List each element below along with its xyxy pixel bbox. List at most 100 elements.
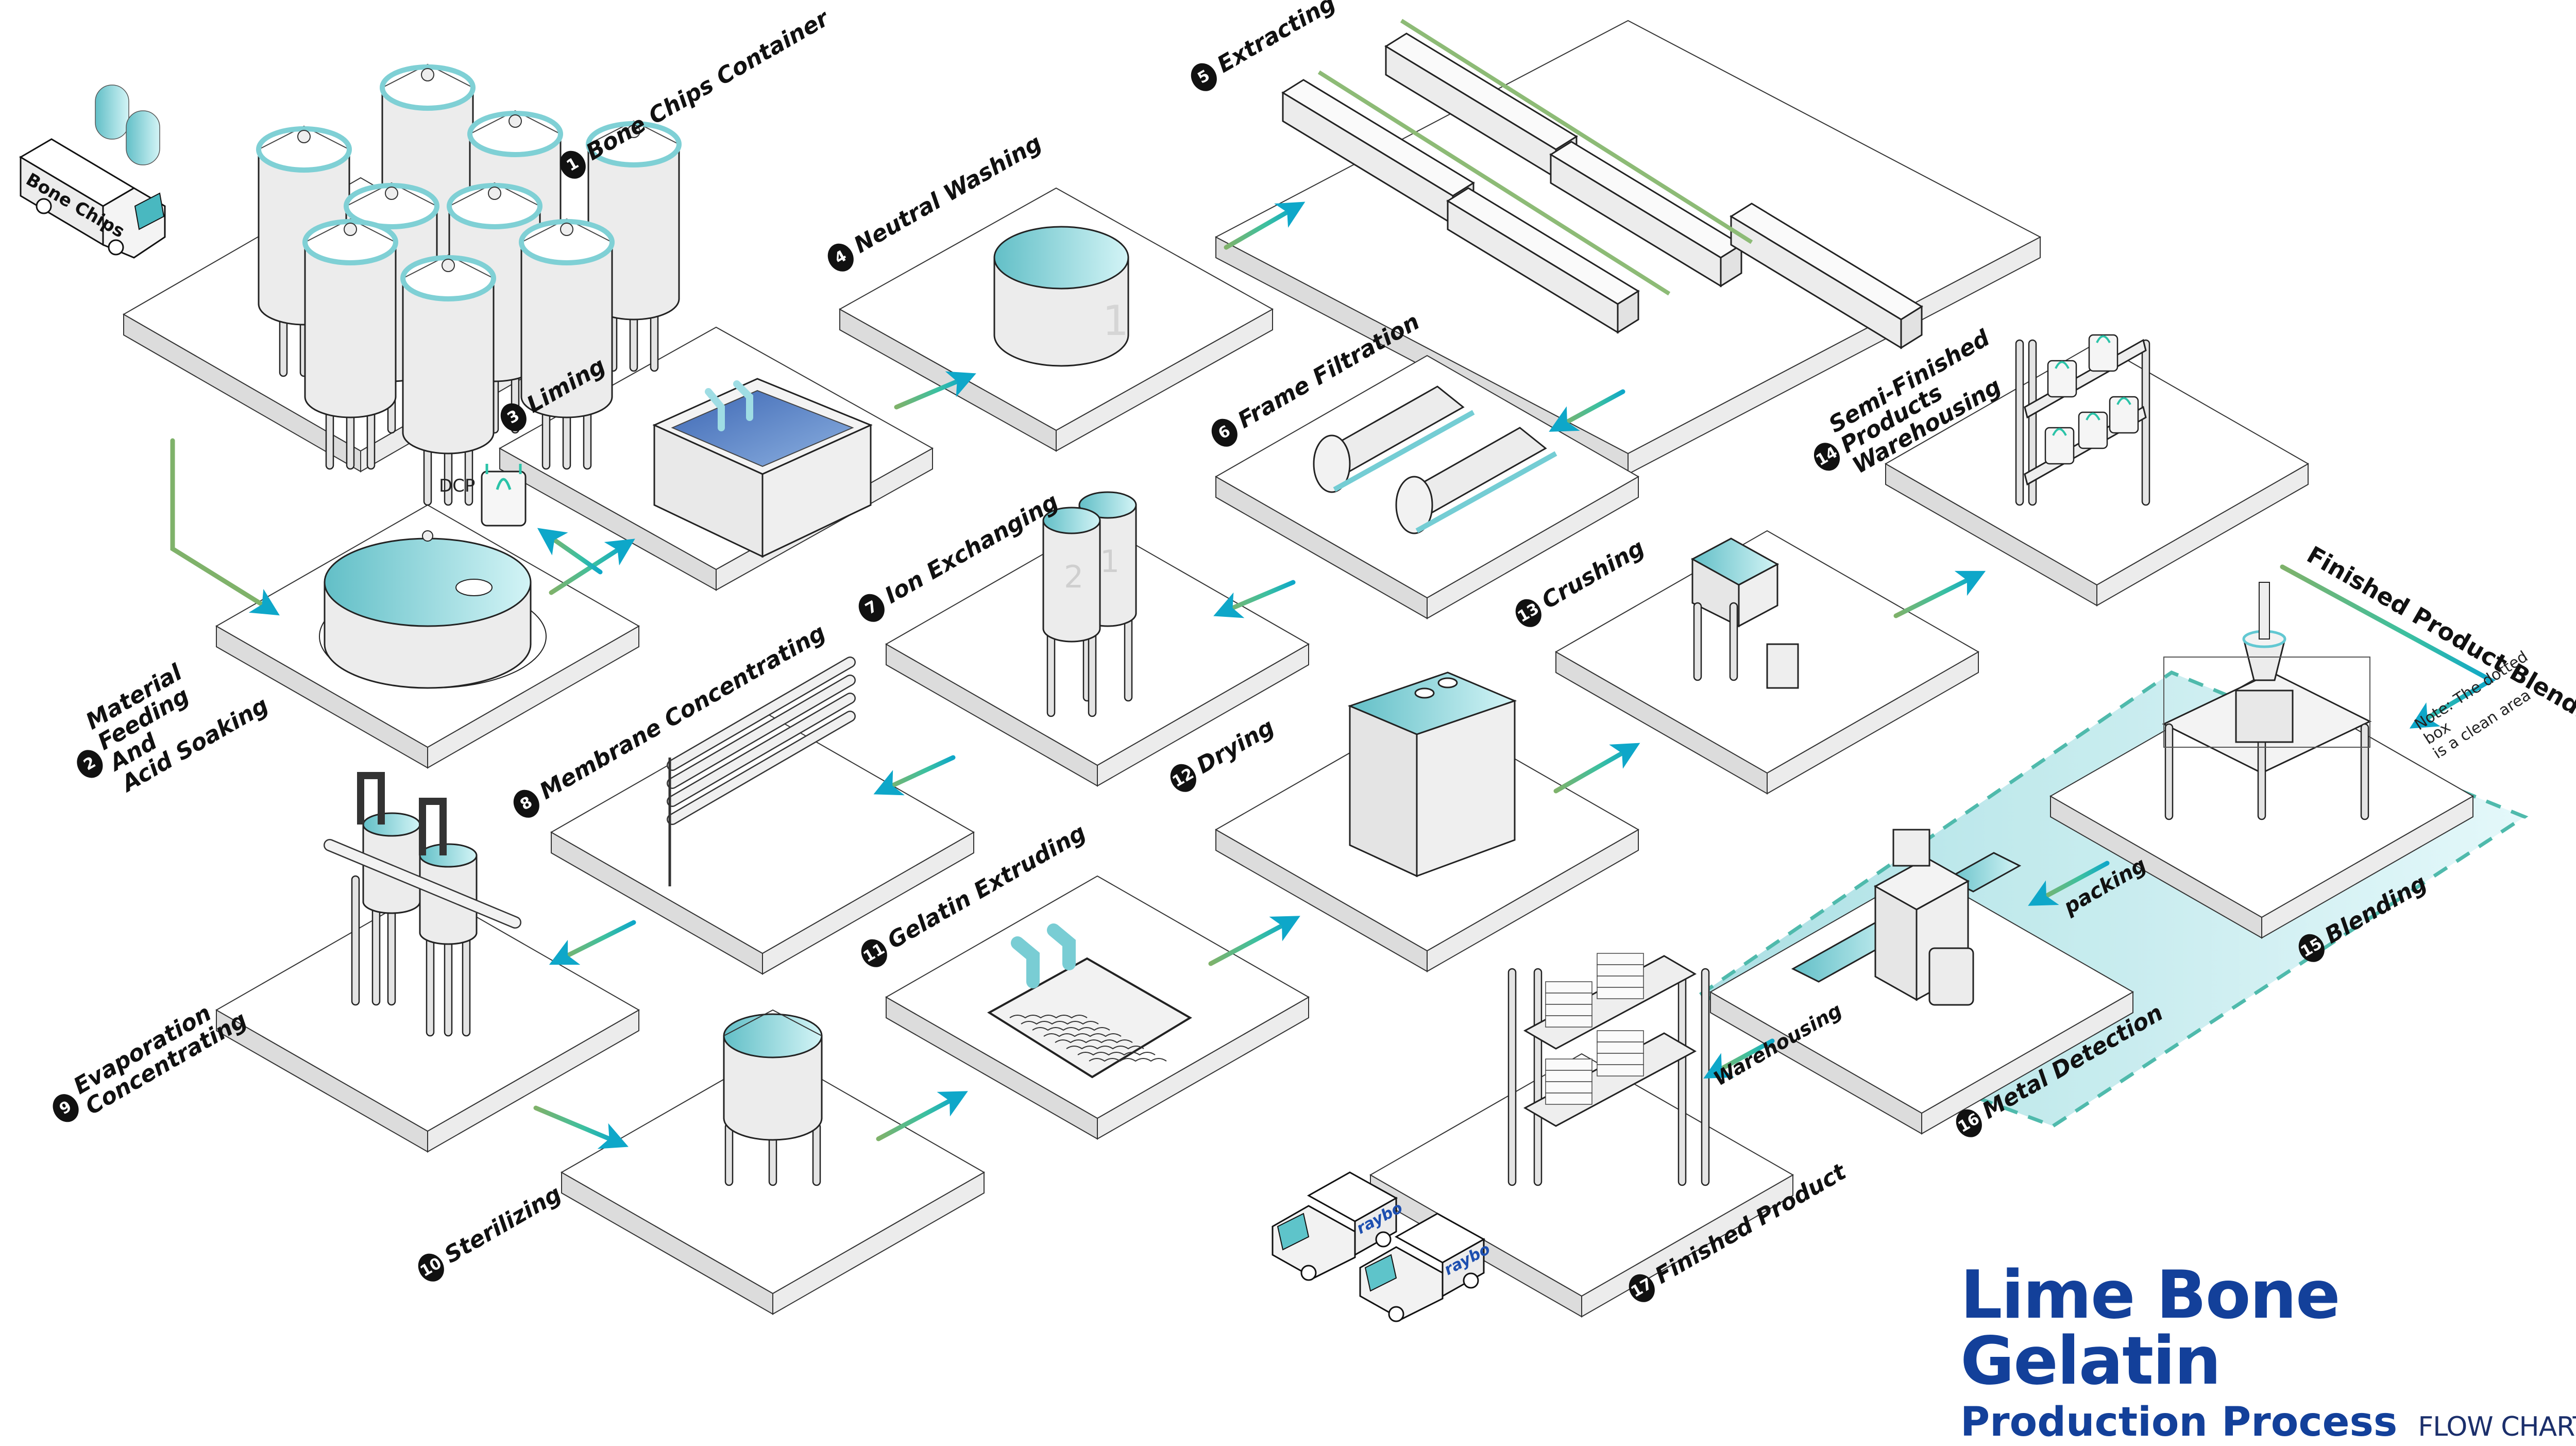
extraction-tank xyxy=(1549,141,1743,288)
acid-soaking-tank xyxy=(319,464,547,689)
arrow-6-to-7 xyxy=(1213,580,1296,618)
detector-screen xyxy=(1892,829,1930,867)
platforms xyxy=(122,20,2475,1318)
product-box xyxy=(1597,964,1644,977)
product-box xyxy=(1597,1053,1644,1065)
dryer-cabinet xyxy=(1347,671,1517,878)
arrow-15-to-16 xyxy=(2028,861,2110,906)
arrow-4-to-5 xyxy=(1224,201,1306,250)
arrow-1-to-2 xyxy=(170,438,280,616)
extraction-tank xyxy=(1446,187,1640,334)
filter-rail xyxy=(1415,451,1557,533)
pipe-icon xyxy=(705,380,753,431)
blender-guard xyxy=(2163,657,2370,748)
arrow-9-to-10 xyxy=(533,1105,629,1149)
flow-arrows xyxy=(170,201,2496,1149)
platform-7 xyxy=(885,522,1310,787)
arrow-5-to-6 xyxy=(1549,389,1625,432)
product-box xyxy=(1597,987,1644,999)
column-number: 2 xyxy=(1064,559,1083,595)
extraction-tanks xyxy=(1281,19,1923,349)
blender xyxy=(2162,582,2372,820)
liming-pool xyxy=(652,378,873,558)
product-box xyxy=(1597,953,1644,965)
product-box xyxy=(1545,1092,1592,1105)
product-box xyxy=(1597,1064,1644,1077)
delivery-truck: raybo xyxy=(1359,1213,1493,1322)
platform-8 xyxy=(550,710,975,975)
bulk-bag xyxy=(2044,427,2075,465)
column-number: 1 xyxy=(1100,544,1120,580)
dcp-label: DCP xyxy=(439,476,476,496)
blender-legs xyxy=(2164,723,2369,820)
sterilizer-tank xyxy=(723,1009,823,1186)
filter-press xyxy=(1313,385,1557,534)
product-box xyxy=(1597,1030,1644,1043)
silo-cluster: Bone Chips xyxy=(19,63,682,506)
evaporator-pipe xyxy=(357,772,447,855)
membrane-rack xyxy=(667,657,856,886)
arrow-14-to-15 xyxy=(2280,564,2496,729)
arrow-2-to-3 xyxy=(549,539,635,595)
product-box xyxy=(1545,1004,1592,1016)
tank-number: 1 xyxy=(1103,297,1129,345)
product-box xyxy=(1545,981,1592,994)
gelatin-extruder xyxy=(987,923,1192,1079)
tree-icon xyxy=(95,85,129,140)
arrow-8-to-9 xyxy=(549,920,636,965)
filter-rail xyxy=(1333,410,1475,492)
tree-icon xyxy=(126,110,160,165)
product-box xyxy=(1597,976,1644,988)
dcp-bag xyxy=(481,464,527,527)
blender-motor xyxy=(2235,690,2294,743)
silo xyxy=(302,218,398,418)
metal-detector xyxy=(1791,829,2022,1006)
silo xyxy=(519,218,615,418)
rack-posts xyxy=(2015,339,2150,506)
platform-14 xyxy=(1884,342,2310,607)
delivery-truck: raybo xyxy=(1272,1171,1405,1281)
reject-bin xyxy=(1928,947,1974,1006)
arrow-16-to-17 xyxy=(1703,1038,1775,1079)
ion-exchange-columns: 12 xyxy=(1042,491,1137,717)
product-box xyxy=(1545,1058,1592,1071)
arrow-10-to-11 xyxy=(876,1091,968,1141)
extruder-tray xyxy=(987,957,1192,1079)
ion-column xyxy=(1042,507,1101,643)
bulk-bag xyxy=(2109,396,2139,434)
sterilizer-body xyxy=(723,1013,823,1141)
arrow-7-to-8 xyxy=(873,755,956,796)
neutral-washing-tank: 1 xyxy=(993,226,1129,367)
product-box xyxy=(1545,1015,1592,1028)
semi-finished-rack xyxy=(2015,334,2150,506)
product-box xyxy=(1545,1081,1592,1094)
silo xyxy=(586,120,682,321)
crusher-legs xyxy=(1693,602,1738,681)
title-flow-chart: FLOW CHART xyxy=(2418,1411,2576,1442)
extraction-tank xyxy=(1730,203,1923,349)
product-box xyxy=(1545,993,1592,1005)
bulk-bag xyxy=(2088,334,2119,372)
crusher-motor xyxy=(1766,643,1799,689)
arrow-13-to-14 xyxy=(1893,570,1986,618)
product-box xyxy=(1545,1070,1592,1082)
crusher xyxy=(1690,537,1799,689)
arrow-2-to-dcp xyxy=(537,528,603,575)
arrow-12-to-13 xyxy=(1553,743,1640,794)
evaporator xyxy=(324,772,521,1037)
washing-tank xyxy=(993,226,1129,367)
bulk-bag xyxy=(2078,411,2108,449)
platform-6 xyxy=(1214,355,1640,619)
arrow-11-to-12 xyxy=(1208,916,1300,966)
bulk-bag xyxy=(2047,360,2077,398)
extraction-pipe xyxy=(1317,19,1753,296)
arrow-3-to-4 xyxy=(894,371,976,410)
product-box xyxy=(1597,1041,1644,1054)
tank-body xyxy=(324,537,532,689)
title-line-1: Lime Bone Gelatin xyxy=(1960,1257,2341,1400)
